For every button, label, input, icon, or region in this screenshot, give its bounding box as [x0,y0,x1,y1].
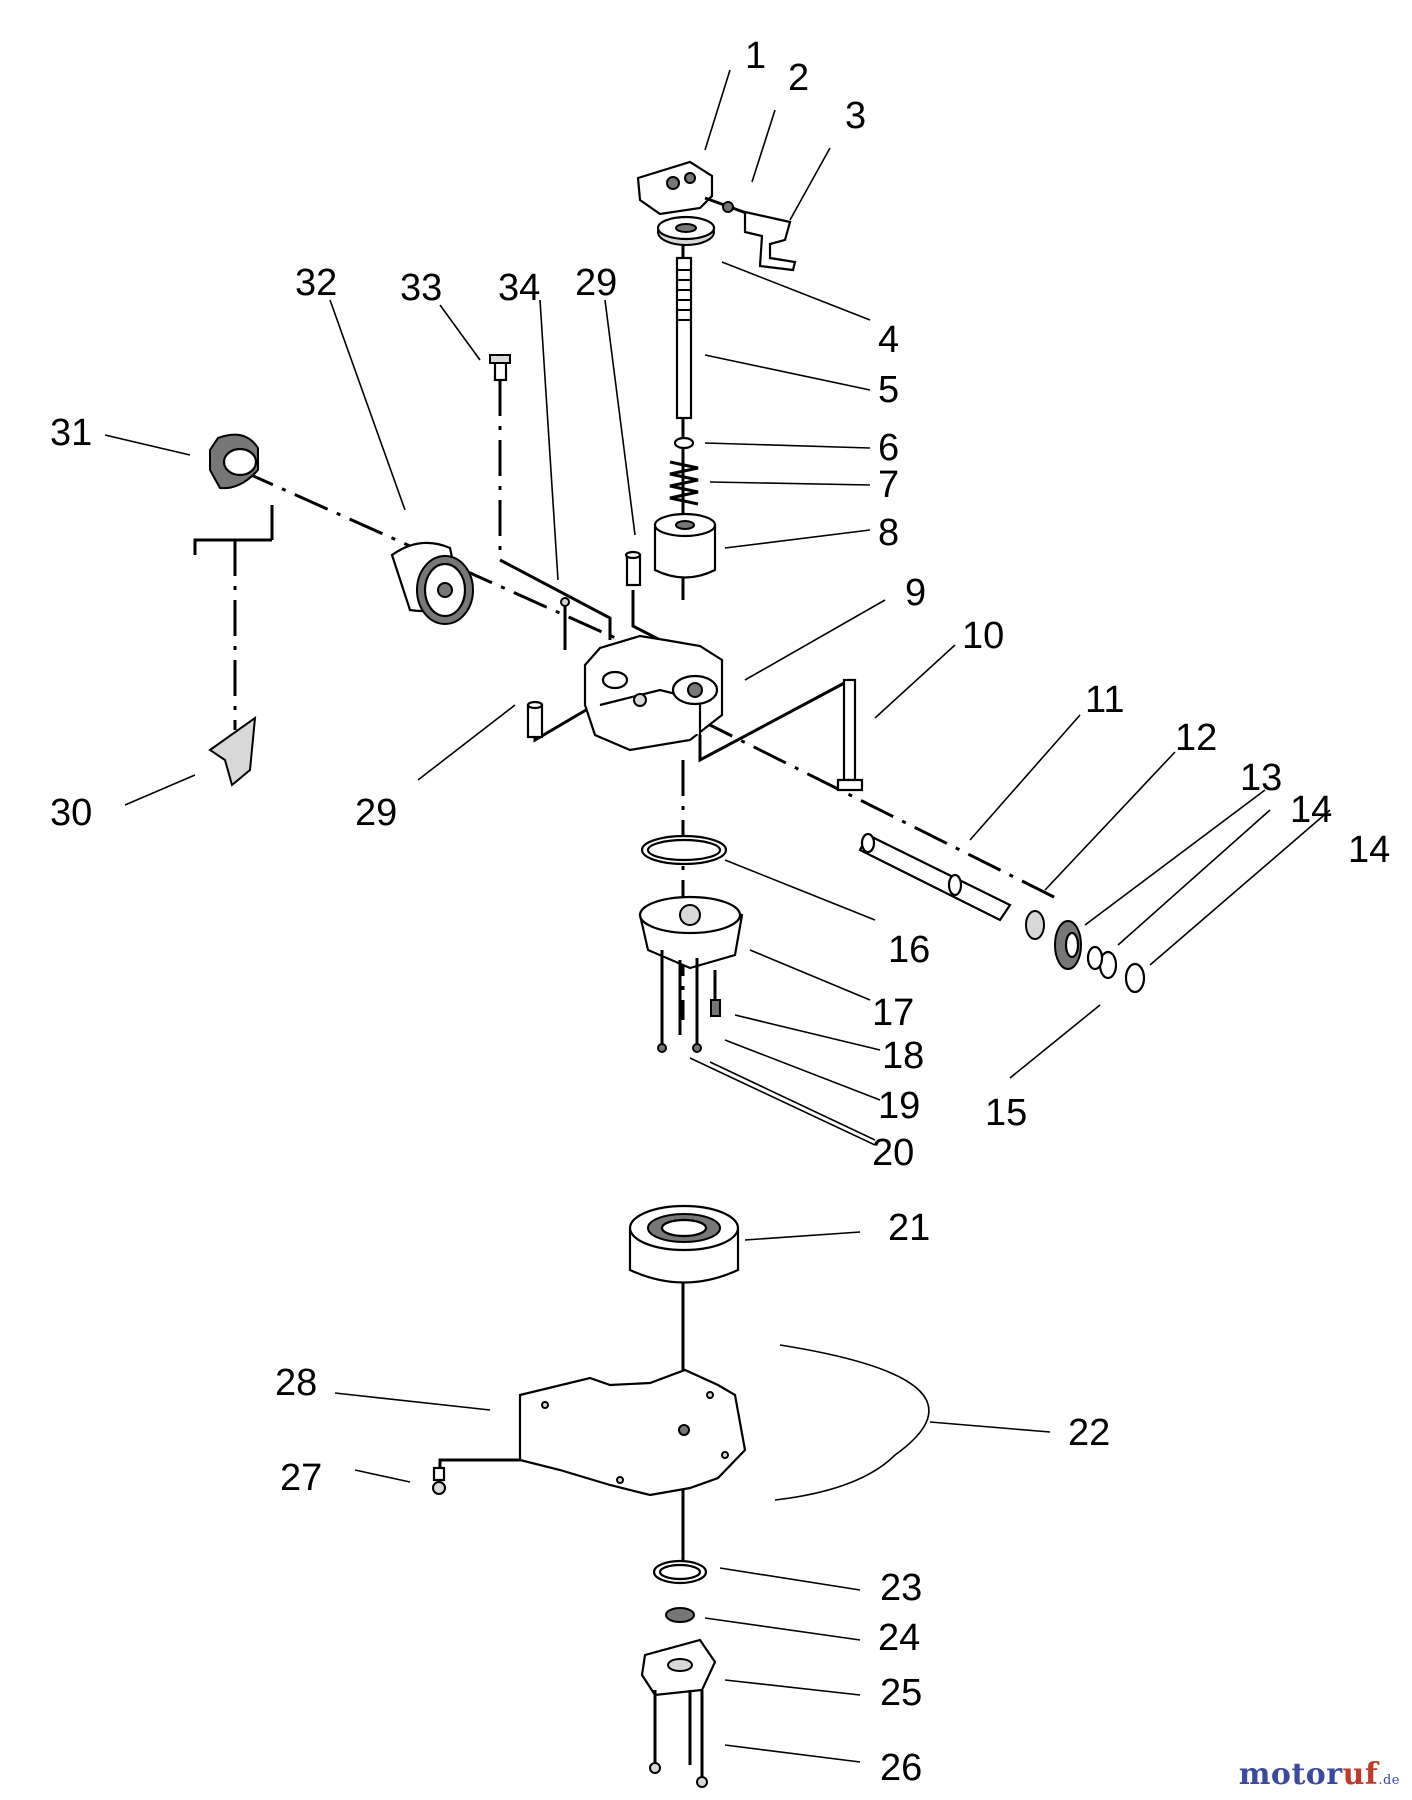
callout-26: 26 [880,1747,922,1789]
part-shaft-5 [675,256,693,420]
callout-5: 5 [878,369,899,411]
callout-20: 20 [872,1132,914,1174]
callout-30: 30 [50,792,92,834]
callout-14a: 14 [1290,789,1332,831]
callout-32: 32 [295,262,337,304]
part-bearing-31 [209,433,259,490]
part-bolts-26 [649,1690,708,1788]
part-pin-34 [560,597,570,650]
part-clip-15 [1086,945,1104,971]
part-housing-9 [583,634,724,752]
callout-24: 24 [878,1617,920,1659]
callout-9: 9 [905,572,926,614]
part-control-arm [636,160,714,216]
callout-6: 6 [878,427,899,469]
part-bolt-10 [836,678,864,792]
part-oring-16 [640,834,728,866]
callout-14b: 14 [1348,829,1390,871]
callout-22: 22 [1068,1412,1110,1454]
part-pins-19-20 [657,950,702,1053]
callout-10: 10 [962,615,1004,657]
callout-16: 16 [888,929,930,971]
callout-3: 3 [845,95,866,137]
callout-18: 18 [882,1035,924,1077]
callout-29b: 29 [575,262,617,304]
callout-19: 19 [878,1085,920,1127]
callout-12: 12 [1175,717,1217,759]
callout-27: 27 [280,1457,322,1499]
part-valve-plate-17 [638,895,744,970]
callout-numbers: 1 2 3 4 5 6 7 8 9 10 11 12 13 14 14 15 1… [50,35,1390,1789]
callout-25: 25 [880,1672,922,1714]
callout-15: 15 [985,1092,1027,1134]
callout-31: 31 [50,412,92,454]
callout-13: 13 [1240,757,1282,799]
callout-17: 17 [872,992,914,1034]
part-washer-12 [1025,910,1045,940]
watermark-logo: motoruf.de [1239,1757,1400,1792]
callout-23: 23 [880,1567,922,1609]
part-plate-28 [518,1368,747,1497]
callout-2: 2 [788,57,809,99]
callout-7: 7 [878,464,899,506]
part-spring-7 [669,460,699,506]
part-bolt-27 [432,1466,446,1495]
part-gear-13 [1054,920,1082,970]
watermark-brand-a: motor [1238,1757,1343,1792]
leader-lines [104,69,1331,1763]
callout-29a: 29 [355,792,397,834]
callout-1: 1 [745,35,766,77]
part-fitting-29b [624,550,642,587]
part-ring-14b [1124,962,1146,994]
callout-28: 28 [275,1362,317,1404]
part-motor-32 [390,541,474,625]
callout-8: 8 [878,512,899,554]
part-shaft-11 [858,832,1012,922]
part-oring-23 [652,1559,708,1585]
part-fitting-29a [526,700,544,739]
callout-33: 33 [400,267,442,309]
part-washer-24 [665,1607,695,1623]
part-pin-18 [710,999,721,1017]
part-cover-25 [640,1638,717,1697]
part-arm-30 [208,715,257,787]
watermark-brand-b: uf [1342,1757,1379,1792]
part-shim-22 [774,1344,930,1501]
callout-11: 11 [1085,679,1124,721]
part-seal-4 [656,215,716,246]
part-sleeve-8 [653,512,717,579]
part-lever [743,210,797,272]
callout-4: 4 [878,319,899,361]
callout-34: 34 [498,267,540,309]
assembly-axes [193,230,1061,1560]
part-bearing-21 [628,1204,740,1284]
part-screw-33 [489,354,511,382]
watermark-tld: .de [1378,1773,1400,1788]
part-washer-6 [673,436,695,450]
callout-21: 21 [888,1207,930,1249]
